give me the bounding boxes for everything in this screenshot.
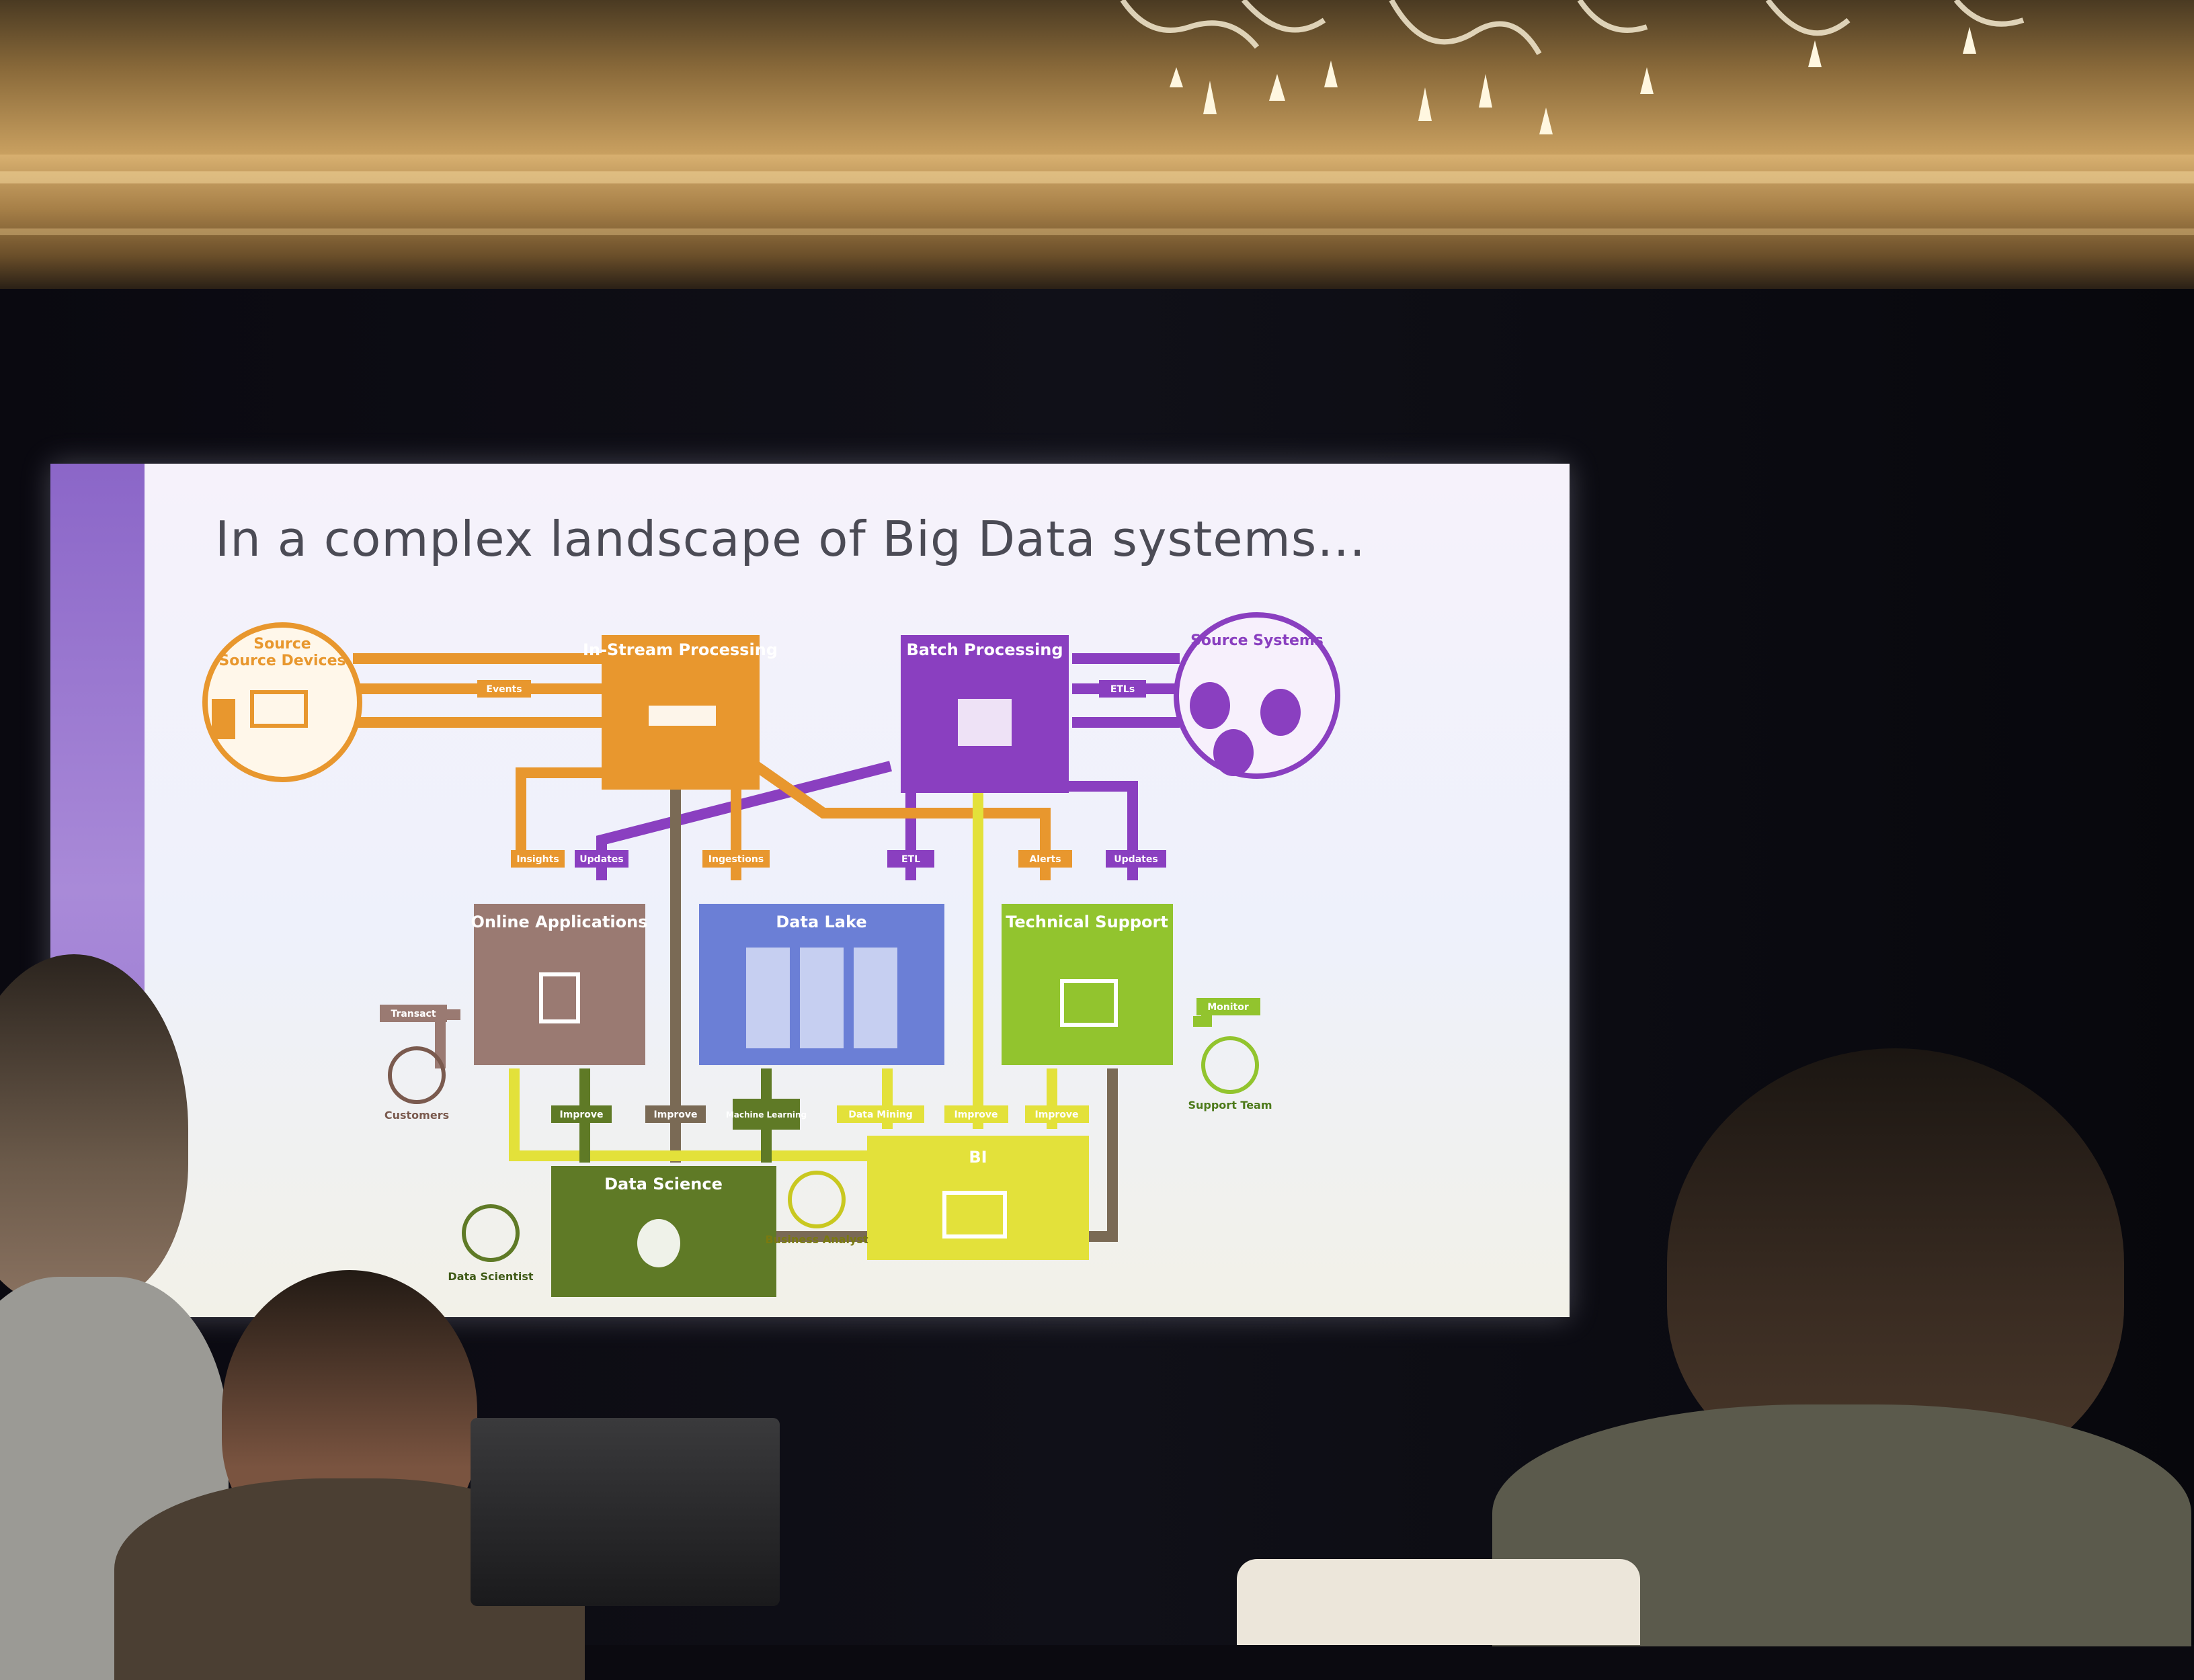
support-team-actor: Support Team <box>1188 1036 1272 1111</box>
data-lake-node: Data Lake <box>699 904 944 1065</box>
business-analyst-actor: Business Analyst <box>765 1171 868 1246</box>
updates-tag-2: Updates <box>1114 854 1157 865</box>
online-apps-label: Online Applications <box>471 913 647 931</box>
etls-tag: ETLs <box>1110 684 1135 695</box>
improve-tag-2: Improve <box>654 1109 698 1120</box>
data-lake-label: Data Lake <box>776 913 866 931</box>
data-science-label: Data Science <box>604 1175 723 1193</box>
improve-tag-4: Improve <box>1035 1109 1079 1120</box>
source-devices-label: Source Devices <box>218 653 346 669</box>
audience-member-left <box>0 954 188 1304</box>
bi-node: BI <box>867 1136 1089 1260</box>
source-devices-node: Source Source Devices <box>202 622 362 782</box>
molding-highlight <box>0 171 2194 183</box>
business-analyst-label: Business Analyst <box>765 1233 868 1246</box>
improve-tag-3: Improve <box>954 1109 998 1120</box>
projection-screen: In a complex landscape of Big Data syste… <box>50 464 1570 1317</box>
chandelier <box>1120 0 2025 134</box>
ceiling <box>0 0 2194 155</box>
data-scientist-label: Data Scientist <box>448 1270 533 1283</box>
svg-text:Source: Source <box>253 636 311 653</box>
data-science-node: Data Science <box>551 1166 776 1297</box>
batch-processing-node: Batch Processing <box>901 635 1069 793</box>
batch-label: Batch Processing <box>906 640 1063 659</box>
technical-support-node: Technical Support <box>1002 904 1173 1065</box>
white-chair-back <box>1237 1559 1640 1645</box>
transact-tag: Transact <box>391 1009 436 1019</box>
customers-actor: Customers <box>384 1046 449 1122</box>
insights-tag: Insights <box>516 854 559 865</box>
molding-highlight-lower <box>0 228 2194 235</box>
alerts-tag: Alerts <box>1029 854 1061 865</box>
source-systems-label: Source Systems <box>1190 632 1324 649</box>
data-mining-tag: Data Mining <box>848 1109 913 1120</box>
tech-support-label: Technical Support <box>1006 913 1168 931</box>
projector <box>471 1418 780 1606</box>
source-systems-node: Source Systems <box>1174 612 1340 779</box>
online-applications-node: Online Applications <box>471 904 648 1065</box>
improve-tag-1: Improve <box>560 1109 604 1120</box>
big-data-diagram: Source Source Devices In-Stream Processi… <box>202 612 1340 1297</box>
etl-tag: ETL <box>901 854 920 865</box>
machine-learning-tag: Machine Learning <box>726 1110 807 1120</box>
customers-label: Customers <box>384 1109 449 1122</box>
slide-title: In a complex landscape of Big Data syste… <box>215 511 1367 567</box>
data-scientist-actor: Data Scientist <box>448 1204 534 1283</box>
support-team-label: Support Team <box>1188 1099 1272 1111</box>
events-tag: Events <box>486 684 522 695</box>
bi-label: BI <box>969 1148 987 1167</box>
in-stream-label: In-Stream Processing <box>583 640 778 659</box>
monitor-tag: Monitor <box>1207 1002 1249 1013</box>
in-stream-processing-node: In-Stream Processing <box>583 635 778 790</box>
ingestions-tag: Ingestions <box>708 854 764 865</box>
updates-tag-1: Updates <box>579 854 623 865</box>
